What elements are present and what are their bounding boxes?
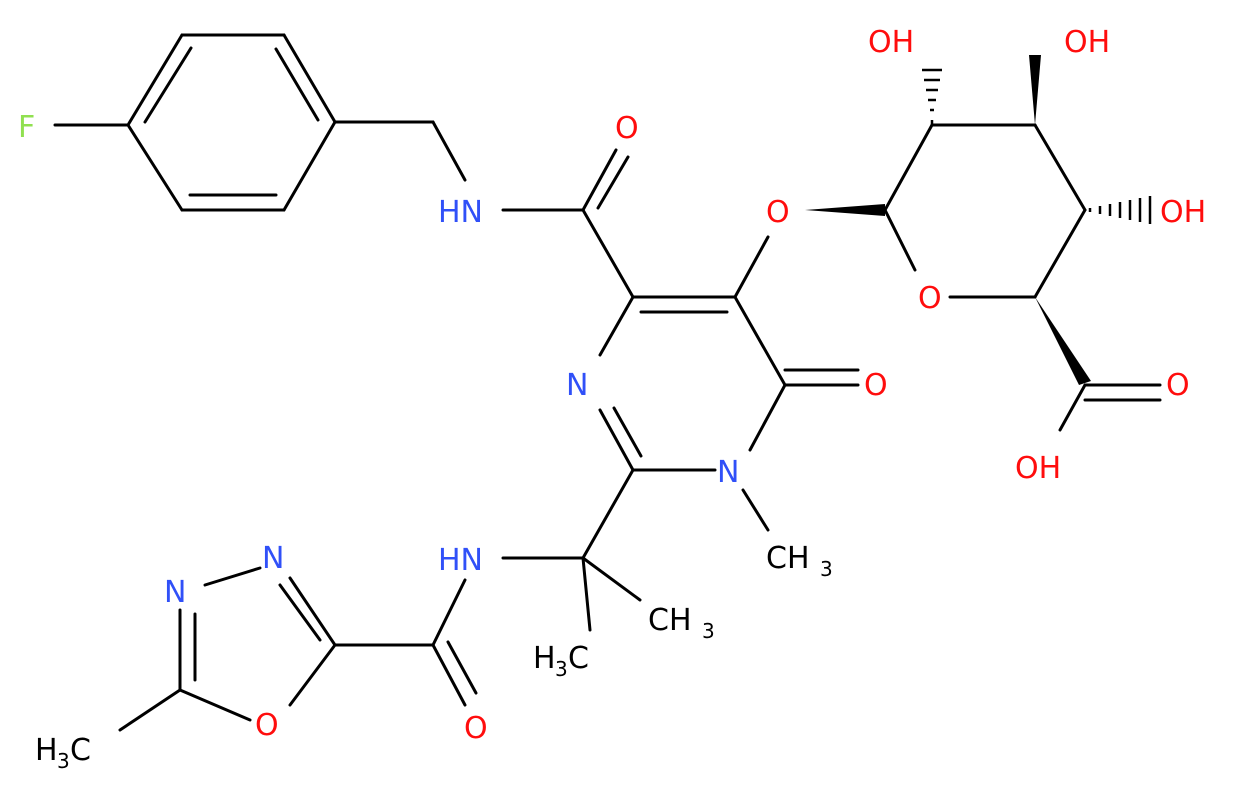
amide-oxygen-label: O	[615, 111, 639, 146]
svg-text:CH: CH	[648, 603, 692, 638]
oxadiazole-nitrogen-2-label: N	[262, 541, 284, 576]
oxadiazole-methyl-group: H 3 C	[35, 733, 91, 773]
atom-labels: F HN O O N O N CH 3 HN CH 3 H 3 C N N O …	[18, 25, 1206, 773]
methyl-nitrogen-label: N	[717, 455, 739, 490]
svg-text:3: 3	[702, 619, 715, 643]
svg-text:H: H	[35, 733, 58, 768]
methyl-b-group: H 3 C	[533, 641, 589, 681]
svg-text:CH: CH	[766, 541, 810, 576]
n-methyl-group: CH 3	[766, 541, 833, 581]
amide-nh-label: HN	[438, 195, 483, 230]
oxadiazole-nitrogen-1-label: N	[164, 575, 186, 610]
lower-amide-oxygen-label: O	[464, 711, 488, 746]
oxadiazole-oxygen-label: O	[255, 708, 279, 743]
ring-nitrogen-label: N	[566, 368, 588, 403]
sugar-ring-oxygen-label: O	[918, 281, 942, 316]
keto-oxygen-label: O	[864, 368, 888, 403]
lower-amide-nh-label: HN	[438, 543, 483, 578]
svg-text:H: H	[533, 641, 556, 676]
ether-oxygen-label: O	[766, 195, 790, 230]
methyl-a-group: CH 3	[648, 603, 715, 643]
svg-text:3: 3	[820, 557, 833, 581]
acid-oxygen-label: O	[1166, 368, 1190, 403]
svg-text:C: C	[70, 733, 91, 768]
hydroxyl-2-label: OH	[1064, 25, 1110, 60]
sugar-bonds	[805, 55, 1162, 432]
svg-text:3: 3	[57, 749, 70, 773]
acid-hydroxyl-label: OH	[1015, 451, 1061, 486]
hydroxyl-3-label: OH	[1160, 195, 1206, 230]
hydroxyl-1-label: OH	[868, 25, 914, 60]
fluorine-label: F	[18, 110, 35, 145]
svg-text:C: C	[568, 641, 589, 676]
bonds	[53, 33, 860, 732]
svg-text:3: 3	[555, 657, 568, 681]
